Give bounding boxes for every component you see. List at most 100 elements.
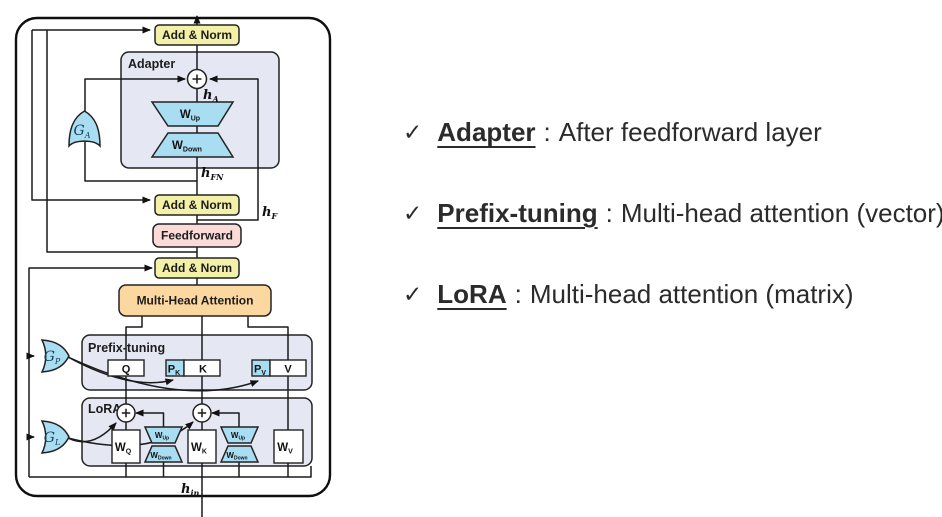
add-norm-label: Add & Norm <box>162 28 232 42</box>
w-down-trapezoid <box>219 445 260 463</box>
k-box <box>183 359 221 377</box>
wk-sub: K <box>202 449 207 456</box>
checkmark-icon: ✓ <box>403 281 423 307</box>
note-term: Adapter <box>437 117 536 147</box>
note-desc: Multi-head attention (matrix) <box>529 279 854 309</box>
note-desc: After feedforward layer <box>558 117 822 147</box>
svg-text:WV: WV <box>277 442 293 456</box>
residual-arrow-mid <box>31 30 151 204</box>
svg-text:GP: GP <box>44 349 61 366</box>
residual-line-outer <box>46 30 197 253</box>
gate-shape <box>68 110 101 148</box>
note-term: LoRA <box>437 279 507 309</box>
transformer-block-border <box>14 16 332 498</box>
note-colon: : <box>514 279 522 309</box>
w-down-small-label: W <box>150 451 158 460</box>
v-box <box>269 359 307 377</box>
gate-l-letter: G <box>44 430 55 446</box>
hfn-tap-line <box>84 141 197 182</box>
gate-p-letter: G <box>44 349 55 365</box>
add-norm-box <box>154 257 240 279</box>
gate-p-sub: P <box>54 357 61 366</box>
q-box <box>107 359 145 377</box>
architecture-diagram: Add & Norm Add & Norm Add & Norm Feedfor… <box>14 15 332 517</box>
w-up-trapezoid <box>143 426 184 444</box>
adapter-w-down: WDown <box>150 132 235 158</box>
wk-label: W <box>191 442 202 454</box>
svg-text:WUp: WUp <box>231 431 245 442</box>
gate-a-letter: G <box>74 123 85 139</box>
pv-label: P <box>254 364 261 376</box>
gate-l-sub: L <box>54 438 60 447</box>
w-down-trapezoid <box>143 445 184 463</box>
wq-box: WQ <box>111 429 141 464</box>
mha-label: Multi-Head Attention <box>137 294 254 308</box>
gateP-curve-pv <box>67 356 259 392</box>
lora-up1-arrow <box>135 409 165 427</box>
h-in-label: hin <box>181 482 199 498</box>
notes-panel: ✓ Adapter : After feedforward layer ✓ Pr… <box>403 117 942 360</box>
svg-text:WDown: WDown <box>150 451 171 462</box>
gateA-output-line <box>84 75 186 112</box>
checkmark-icon: ✓ <box>403 200 423 226</box>
svg-text:WUp: WUp <box>155 431 169 442</box>
w-down-label: W <box>172 140 183 152</box>
lora-up-down-1: WUp WDown <box>143 426 184 463</box>
lora-plus-1 <box>116 403 136 423</box>
v-label: V <box>284 364 292 376</box>
wq-label: W <box>115 442 126 454</box>
plus-icon <box>197 408 207 418</box>
note-colon: : <box>543 117 551 147</box>
gate-shape <box>40 420 70 454</box>
gate-a-sub: A <box>84 131 91 140</box>
q-label: Q <box>122 364 131 376</box>
adapter-plus-node <box>186 68 208 90</box>
w-up-small-sub: Up <box>162 436 169 442</box>
pk-label: P <box>168 364 175 376</box>
note-term: Prefix-tuning <box>437 198 598 228</box>
wv-sub: V <box>288 449 293 456</box>
w-up-small-label: W <box>155 431 163 440</box>
hf-residual-line <box>197 75 259 221</box>
h-f-label: hF <box>262 205 278 221</box>
feedforward-label: Feedforward <box>161 229 233 243</box>
mha-rect <box>118 284 272 317</box>
w-up-small-label: W <box>231 431 239 440</box>
wk-box: WK <box>187 429 217 464</box>
h-a-label: hA <box>203 88 219 104</box>
lora-plus-2 <box>192 403 212 423</box>
gate-adapter: GA <box>68 110 101 148</box>
add-norm-box <box>154 194 240 216</box>
note-prefix-tuning: ✓ Prefix-tuning : Multi-head attention (… <box>403 198 942 228</box>
add-norm-bottom: Add & Norm <box>154 257 240 279</box>
v-column-line <box>247 316 289 360</box>
add-norm-box <box>154 24 240 46</box>
multi-head-attention-box: Multi-Head Attention <box>118 284 272 317</box>
adapter-w-up: WUp <box>150 101 235 127</box>
add-norm-label: Add & Norm <box>162 198 232 212</box>
svg-text:GL: GL <box>44 430 61 447</box>
w-up-label: W <box>180 109 191 121</box>
w-up-sub: Up <box>191 116 200 123</box>
plus-icon <box>192 74 202 84</box>
wv-rect <box>273 429 304 464</box>
add-norm-mid: Add & Norm <box>154 194 240 216</box>
svg-text:WDown: WDown <box>226 451 247 462</box>
svg-text:WQ: WQ <box>115 442 132 456</box>
add-norm-label: Add & Norm <box>162 261 232 275</box>
wv-label: W <box>277 442 288 454</box>
w-up-small-sub: Up <box>238 436 245 442</box>
w-down-trapezoid <box>150 132 235 158</box>
lora-up-down-2: WUp WDown <box>219 426 260 463</box>
note-lora: ✓ LoRA : Multi-head attention (matrix) <box>403 279 938 309</box>
gate-prefix: GP <box>40 339 70 373</box>
w-down-sub: Down <box>183 147 202 154</box>
add-norm-top: Add & Norm <box>154 24 240 46</box>
prefix-title: Prefix-tuning <box>88 341 165 355</box>
w-down-small-label: W <box>226 451 234 460</box>
adapter-title: Adapter <box>128 57 175 71</box>
wq-rect <box>111 429 141 464</box>
feedforward-rect <box>152 223 242 248</box>
plus-icon <box>121 408 131 418</box>
